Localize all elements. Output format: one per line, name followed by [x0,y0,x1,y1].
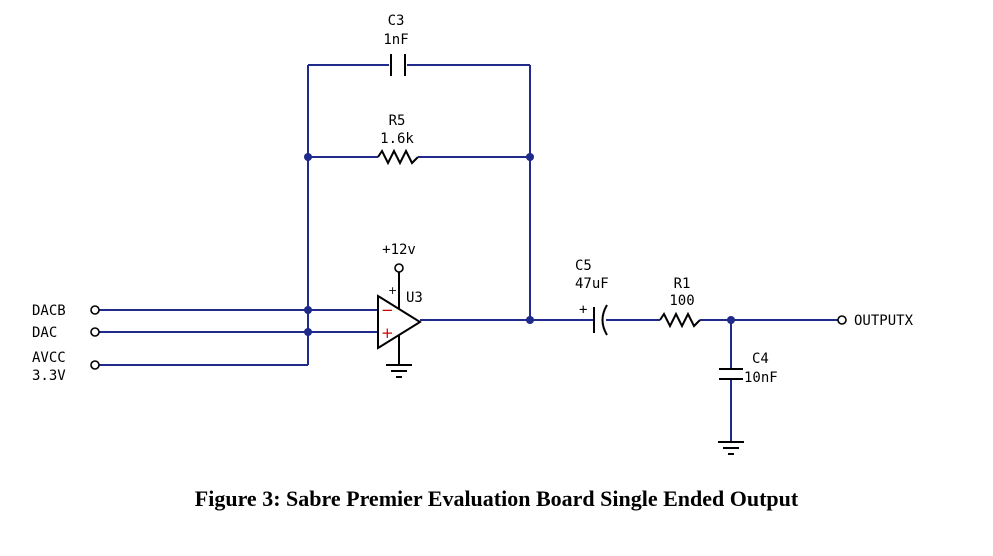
input-wires [99,309,378,366]
u3-supply-plus-mark: + [388,284,397,297]
avcc-port[interactable] [90,360,100,370]
figure-caption: Figure 3: Sabre Premier Evaluation Board… [194,486,799,511]
c3-value-label: 1nF [383,32,408,48]
dacb-label: DACB [32,303,66,319]
supply-port[interactable] [394,263,404,273]
r5-value-label: 1.6k [380,131,414,147]
junction-nodes [304,153,735,336]
avcc-label: AVCC [32,350,66,366]
feedback-wires [307,64,531,332]
c5-value-label: 47uF [575,276,609,292]
c5-capacitor [593,304,608,336]
r1-value-label: 100 [669,293,694,309]
schematic: C3 1nF R5 1.6k DACB DAC AVCC 3.3V − + U3… [32,13,914,455]
c4-ref-label: C4 [752,351,769,367]
output-wires [420,319,838,442]
r1-ref-label: R1 [674,276,691,292]
c3-ref-label: C3 [388,13,405,29]
dac-label: DAC [32,325,57,341]
c3-capacitor [390,54,406,76]
output-port[interactable] [837,315,847,325]
c4-capacitor [719,368,743,380]
dac-port[interactable] [90,327,100,337]
c5-ref-label: C5 [575,258,592,274]
ground-icon [386,335,412,378]
avcc-value-label: 3.3V [32,368,66,384]
r5-resistor [377,148,419,166]
u3-minus-sign: − [381,301,394,319]
u3-plus-sign: + [381,324,394,342]
r5-ref-label: R5 [389,113,406,129]
r1-resistor [659,311,701,329]
ground-icon [718,441,744,455]
c4-value-label: 10nF [744,370,778,386]
dacb-port[interactable] [90,305,100,315]
supply-label: +12v [382,242,416,258]
output-label: OUTPUTX [854,313,914,329]
u3-ref-label: U3 [406,290,423,306]
c5-polarity-label: + [579,302,587,318]
